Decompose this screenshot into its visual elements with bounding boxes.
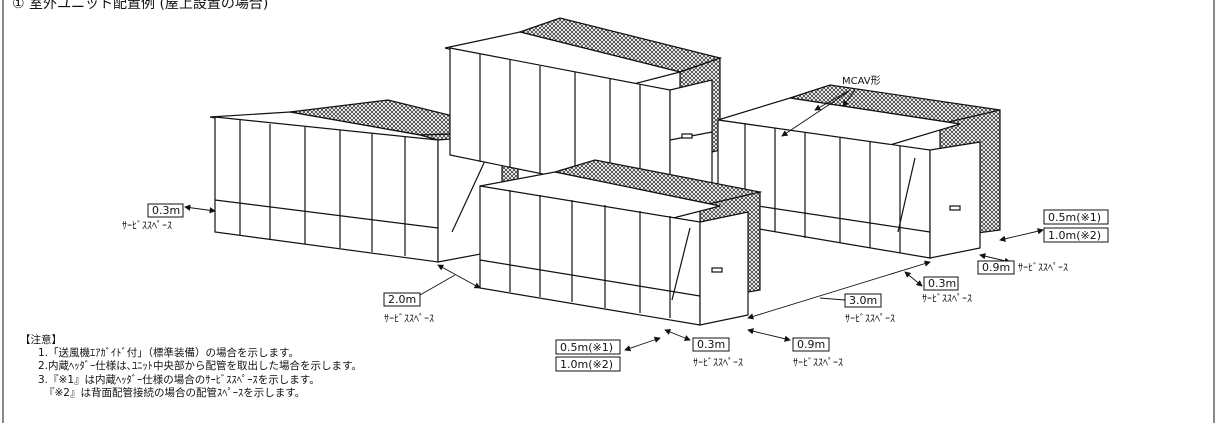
note-item-1: 1.「送風機ｴｱｶﾞｲﾄﾞ付」（標準装備）の場合を示します。: [38, 347, 299, 360]
dim-center-20-caption: ｻｰﾋﾞｽｽﾍﾟｰｽ: [384, 313, 434, 325]
dim-bottom-05-value: 0.5m(※1): [560, 341, 613, 354]
dim-right-09-caption: ｻｰﾋﾞｽｽﾍﾟｰｽ: [1018, 262, 1068, 274]
notes-heading: 【注意】: [20, 334, 62, 346]
dim-right-10-value: 1.0m(※2): [1048, 229, 1101, 242]
dim-bottom-05-10: 0.5m(※1) 1.0m(※2): [555, 336, 661, 372]
dim-right-09-value: 0.9m: [982, 261, 1010, 274]
dim-bottom-03: 0.3m ｻｰﾋﾞｽｽﾍﾟｰｽ: [664, 329, 743, 369]
dim-bottom-09-caption: ｻｰﾋﾞｽｽﾍﾟｰｽ: [793, 357, 843, 369]
dim-center-30-caption: ｻｰﾋﾞｽｽﾍﾟｰｽ: [845, 313, 895, 325]
dim-bottom-03-value: 0.3m: [697, 338, 725, 351]
dim-right-03: 0.3m ｻｰﾋﾞｽｽﾍﾟｰｽ: [904, 271, 972, 305]
notes-section: 【注意】 1.「送風機ｴｱｶﾞｲﾄﾞ付」（標準装備）の場合を示します。 2.内蔵…: [20, 334, 362, 400]
note-item-2: 2.内蔵ﾍｯﾀﾞｰ仕様は､ﾕﾆｯﾄ中央部から配管を取出した場合を示します。: [38, 360, 362, 373]
dim-left-03-caption: ｻｰﾋﾞｽｽﾍﾟｰｽ: [122, 220, 172, 232]
dim-right-05-10: 0.5m(※1) 1.0m(※2): [999, 209, 1109, 243]
dim-right-03-caption: ｻｰﾋﾞｽｽﾍﾟｰｽ: [922, 293, 972, 305]
dim-center-30-value: 3.0m: [849, 294, 877, 307]
unit-group-c: [717, 84, 1001, 259]
dim-right-03-value: 0.3m: [928, 277, 956, 290]
dim-right-09: 0.9m ｻｰﾋﾞｽｽﾍﾟｰｽ: [977, 253, 1068, 275]
dim-center-20: 2.0m ｻｰﾋﾞｽｽﾍﾟｰｽ: [383, 264, 481, 325]
unit-group-d: [479, 159, 763, 326]
model-leaders: [781, 89, 856, 137]
dim-center-30: 3.0m ｻｰﾋﾞｽｽﾍﾟｰｽ: [747, 260, 931, 325]
dim-left-03: 0.3m ｻｰﾋﾞｽｽﾍﾟｰｽ: [122, 203, 216, 232]
dim-left-03-value: 0.3m: [152, 204, 180, 217]
note-item-4: 『※2』は背面配管接続の場合の配管ｽﾍﾟｰｽを示します。: [44, 386, 306, 399]
dim-bottom-09: 0.9m ｻｰﾋﾞｽｽﾍﾟｰｽ: [747, 328, 843, 369]
dim-center-20-value: 2.0m: [388, 293, 416, 306]
dim-bottom-03-caption: ｻｰﾋﾞｽｽﾍﾟｰｽ: [693, 357, 743, 369]
note-item-3: 3.『※1』は内蔵ﾍｯﾀﾞｰ仕様の場合のｻｰﾋﾞｽｽﾍﾟｰｽを示します。: [38, 373, 320, 386]
unit-group-b: [444, 17, 723, 201]
dim-bottom-09-value: 0.9m: [797, 338, 825, 351]
dim-bottom-10-value: 1.0m(※2): [560, 358, 613, 371]
page-title: ① 室外ユニット配置例 (屋上設置の場合): [12, 0, 268, 12]
dim-right-05-value: 0.5m(※1): [1048, 211, 1101, 224]
model-label: MCAV形: [842, 75, 881, 87]
